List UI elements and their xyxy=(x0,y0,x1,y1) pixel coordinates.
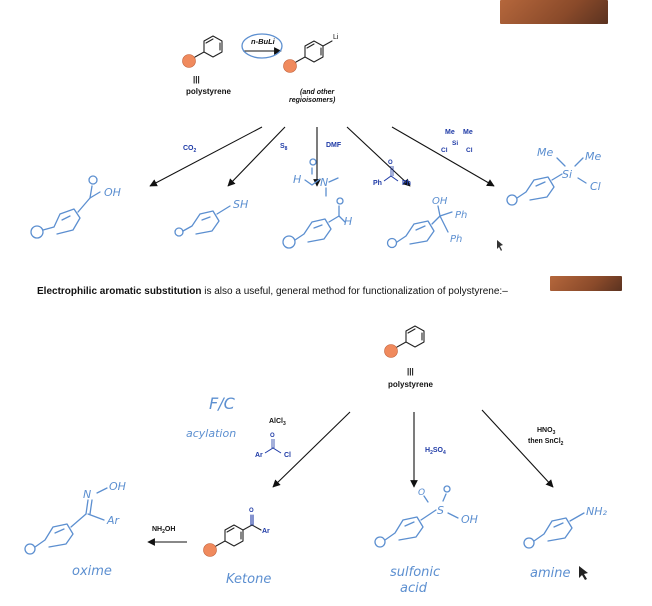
svg-text:Si: Si xyxy=(562,168,572,181)
ketone-label: Ketone xyxy=(226,572,271,587)
product-sulfonic-acid: S OH O xyxy=(374,485,478,548)
cursor-icon xyxy=(497,240,503,251)
eas-banner-bold: Electrophilic aromatic substitution xyxy=(37,286,202,297)
svg-text:OH: OH xyxy=(461,513,478,526)
product-aryl-ketone: O Ar xyxy=(203,508,270,557)
svg-text:Me: Me xyxy=(445,129,455,136)
svg-text:O: O xyxy=(418,488,425,498)
nbuli-reagent: n-BuLi xyxy=(251,37,276,46)
svg-text:Ph: Ph xyxy=(455,210,467,221)
svg-text:Cl: Cl xyxy=(590,180,601,193)
resin-bead-icon xyxy=(30,225,44,239)
svg-text:Ph: Ph xyxy=(450,234,462,245)
bottom-scheme: ||| polystyrene F/C acylation AlCl3 Ar C… xyxy=(24,240,608,596)
svg-text:Me: Me xyxy=(537,146,553,159)
arrow-nitration xyxy=(481,409,554,488)
resin-bead-icon xyxy=(374,536,386,548)
triple-bar-2: ||| xyxy=(407,367,414,376)
eas-banner: Electrophilic aromatic substitution is a… xyxy=(0,286,652,297)
webcam-thumbnail-top xyxy=(500,0,608,24)
top-scheme: ||| polystyrene n-BuLi Li (and other reg… xyxy=(30,33,601,249)
arrow-benzophenone xyxy=(346,126,411,187)
polystyrene-label: polystyrene xyxy=(186,87,231,96)
svg-text:OH: OH xyxy=(432,196,448,207)
svg-text:H: H xyxy=(293,173,301,186)
svg-text:Ph: Ph xyxy=(373,180,382,187)
product-aniline: NH₂ xyxy=(523,505,608,549)
arrow-friedel-crafts xyxy=(272,411,351,488)
li-label: Li xyxy=(333,34,339,41)
svg-text:SH: SH xyxy=(233,198,248,211)
svg-text:O: O xyxy=(270,433,275,439)
product-benzoic-acid: OH xyxy=(30,175,121,239)
arrow-silane xyxy=(391,126,495,187)
product-triphenylcarbinol: OH Ph Ph xyxy=(386,196,467,249)
product-silyl-chloride: Si Me Me Cl xyxy=(506,146,601,206)
regioisomer-note-2: regioisomers) xyxy=(289,97,336,104)
svg-text:Ar: Ar xyxy=(262,528,270,535)
resin-bead-icon xyxy=(24,543,36,555)
arrow-s8 xyxy=(227,126,286,187)
resin-bead-icon xyxy=(174,227,184,237)
svg-text:Me: Me xyxy=(463,129,473,136)
svg-text:O: O xyxy=(249,508,254,514)
oxime-label: oxime xyxy=(72,564,112,579)
polystyrene-start-structure-2 xyxy=(384,325,425,358)
reagent-benzophenone: Ph Ph O xyxy=(373,160,411,187)
amine-label: amine xyxy=(530,566,570,581)
svg-text:Si: Si xyxy=(452,140,458,147)
reagent-silane: Me Me Si Cl Cl xyxy=(441,129,473,154)
arrow-co2 xyxy=(149,126,263,187)
cursor-icon xyxy=(579,566,588,580)
resin-bead-icon xyxy=(386,237,398,249)
webcam-thumbnail-middle xyxy=(550,276,622,291)
resin-bead-icon xyxy=(384,344,398,358)
eas-banner-rest: is also a useful, general method for fun… xyxy=(201,286,508,297)
resin-bead-icon xyxy=(506,194,518,206)
resin-bead-icon xyxy=(182,54,196,68)
svg-text:Cl: Cl xyxy=(284,452,291,459)
polystyrene-start-structure xyxy=(182,35,223,68)
svg-text:O: O xyxy=(388,160,393,166)
sulfonic-label-1: sulfonic xyxy=(390,565,440,580)
reagent-h2so4: H2SO4 xyxy=(425,447,446,456)
fc-note: F/C xyxy=(209,394,236,413)
svg-text:Ar: Ar xyxy=(106,514,121,527)
product-oxime: N OH Ar xyxy=(24,480,126,555)
product-thiophenol: SH xyxy=(174,198,248,237)
sulfonic-label-2: acid xyxy=(400,581,428,596)
resin-bead-icon xyxy=(283,59,297,73)
product-aldehyde: H N H xyxy=(282,158,352,249)
svg-text:H: H xyxy=(344,215,352,228)
svg-text:Me: Me xyxy=(585,150,601,163)
svg-text:OH: OH xyxy=(104,186,121,199)
resin-bead-icon xyxy=(282,235,296,249)
svg-text:Cl: Cl xyxy=(466,147,473,154)
reagent-acyl-chloride: Ar Cl O xyxy=(255,433,291,459)
reagent-sncl2: then SnCl2 xyxy=(528,438,564,447)
svg-text:N: N xyxy=(320,176,328,189)
resin-bead-icon xyxy=(203,543,217,557)
reagent-dmf: DMF xyxy=(326,142,342,149)
svg-text:Cl: Cl xyxy=(441,147,448,154)
reagent-nh2oh: NH2OH xyxy=(152,526,175,535)
regioisomer-note-1: (and other xyxy=(300,89,335,96)
svg-text:Ph: Ph xyxy=(402,180,411,187)
handwritten-circle xyxy=(241,33,283,59)
resin-bead-icon xyxy=(523,537,535,549)
svg-text:S: S xyxy=(437,504,444,517)
reagent-co2: CO2 xyxy=(183,145,197,154)
svg-text:OH: OH xyxy=(109,480,126,493)
fc-acylation-note: acylation xyxy=(186,427,236,440)
svg-text:NH₂: NH₂ xyxy=(586,505,608,518)
reagent-hno3: HNO3 xyxy=(537,427,556,436)
reagent-alcl3: AlCl3 xyxy=(269,418,286,427)
svg-text:N: N xyxy=(83,488,91,501)
svg-text:Ar: Ar xyxy=(255,452,263,459)
aryllithium-structure: Li xyxy=(283,34,339,73)
polystyrene-label-2: polystyrene xyxy=(388,380,433,389)
triple-bar: ||| xyxy=(193,75,200,84)
reagent-s8: S8 xyxy=(280,143,288,152)
